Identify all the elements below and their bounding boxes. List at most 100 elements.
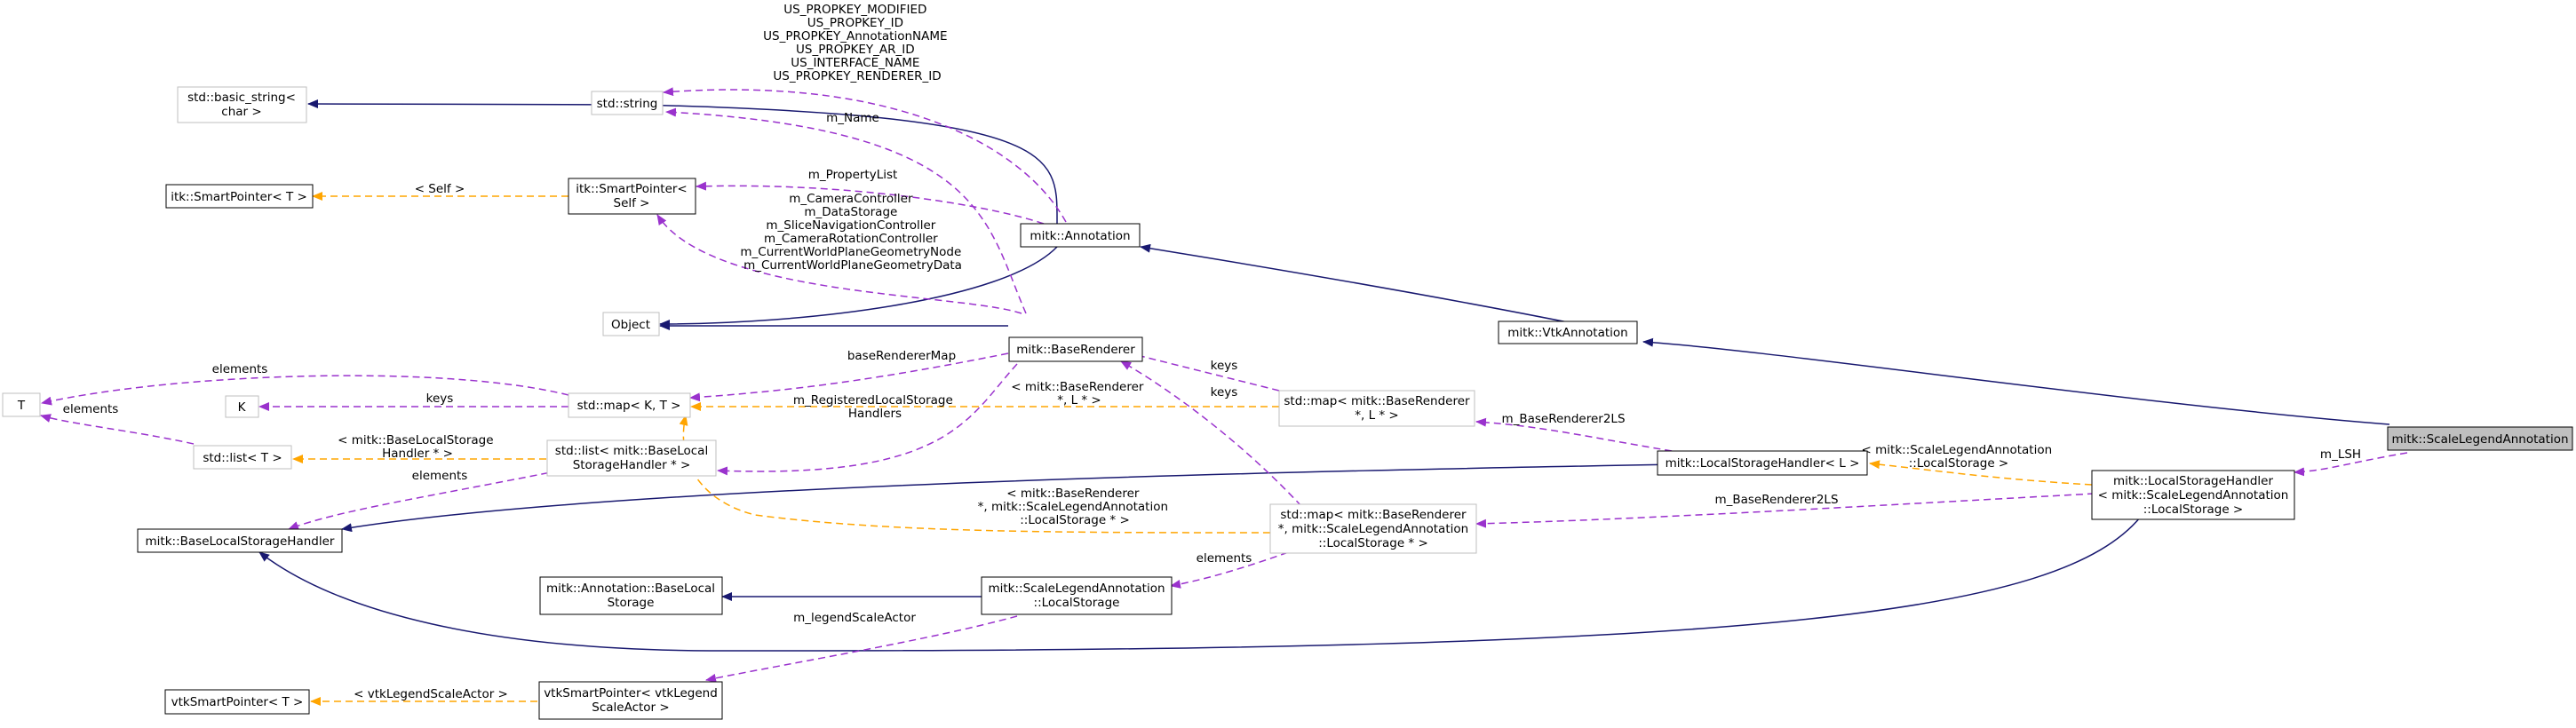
- node-vtk-annotation[interactable]: mitk::VtkAnnotation: [1498, 320, 1638, 344]
- edge-annotation-to-string: [663, 87, 1067, 223]
- node-scale-legend-annotation[interactable]: mitk::ScaleLegendAnnotation: [2387, 426, 2573, 451]
- label-base-renderer-map: baseRendererMap: [847, 349, 956, 363]
- edge-stdlistlsh-to-baselsh: [288, 470, 561, 530]
- label-m-propertylist: m_PropertyList: [808, 168, 898, 182]
- node-lsh-sla[interactable]: mitk::LocalStorageHandler < mitk::ScaleL…: [2091, 470, 2295, 520]
- edge-vtkannotation-to-annotation: [1140, 243, 1582, 326]
- svg-text:Self >: Self >: [614, 196, 650, 210]
- node-t[interactable]: T: [2, 392, 41, 417]
- node-std-map-kt[interactable]: std::map< K, T >: [568, 392, 691, 418]
- svg-text:< mitk::ScaleLegendAnnotation: < mitk::ScaleLegendAnnotation: [2098, 488, 2289, 502]
- svg-text:::LocalStorage: ::LocalStorage: [1034, 596, 1120, 610]
- svg-text:mitk::ScaleLegendAnnotation: mitk::ScaleLegendAnnotation: [988, 582, 1165, 596]
- edge-lshsla-to-mapbrsla: [1475, 493, 2095, 528]
- node-annotation[interactable]: mitk::Annotation: [1020, 223, 1141, 248]
- svg-text:itk::SmartPointer<: itk::SmartPointer<: [576, 182, 687, 196]
- svg-text:mitk::VtkAnnotation: mitk::VtkAnnotation: [1507, 326, 1628, 340]
- label-m-legend-scale-actor: m_legendScaleActor: [793, 611, 916, 625]
- label-base-renderer-2ls-2: m_BaseRenderer2LS: [1714, 493, 1838, 507]
- label-elements-t: elements: [212, 362, 268, 376]
- svg-text:vtkSmartPointer< T >: vtkSmartPointer< T >: [171, 695, 304, 709]
- svg-text:::LocalStorage >: ::LocalStorage >: [2143, 502, 2244, 517]
- label-template-br-l: < mitk::BaseRenderer *, L * >: [1011, 380, 1148, 408]
- edge-annotation-to-basicstring: [307, 99, 1058, 225]
- edge-stdmapkt-to-t: [41, 375, 569, 406]
- label-m-name: m_Name: [826, 111, 879, 125]
- node-vtk-smartpointer-lsa[interactable]: vtkSmartPointer< vtkLegend ScaleActor >: [538, 681, 723, 720]
- edge-mapbrl-to-baserenderer: [1125, 350, 1280, 392]
- edge-baserenderer-to-stdmapkt: [689, 352, 1009, 402]
- edge-mapbrsla-to-slals: [1170, 548, 1300, 589]
- node-std-list-t[interactable]: std::list< T >: [193, 445, 292, 470]
- svg-text:mitk::BaseRenderer: mitk::BaseRenderer: [1016, 343, 1135, 357]
- svg-text:std::list< mitk::BaseLocal: std::list< mitk::BaseLocal: [555, 444, 708, 458]
- svg-text:T: T: [17, 399, 26, 413]
- label-registered-ls: m_RegisteredLocalStorage Handlers: [793, 393, 957, 421]
- svg-text:std::map< K, T >: std::map< K, T >: [577, 399, 681, 413]
- edge-mapbrsla-to-stdmapkt: [679, 415, 1271, 534]
- node-annotation-bls[interactable]: mitk::Annotation::BaseLocal Storage: [539, 576, 723, 615]
- svg-text:mitk::Annotation: mitk::Annotation: [1030, 229, 1130, 243]
- edge-slals-to-vtksmartpointer: [705, 615, 1018, 683]
- edge-lshsla-to-baselsh: [258, 516, 2142, 652]
- node-std-string[interactable]: std::string: [591, 91, 664, 115]
- node-lsh-l[interactable]: mitk::LocalStorageHandler< L >: [1657, 450, 1868, 476]
- svg-text:mitk::BaseLocalStorageHandler: mitk::BaseLocalStorageHandler: [146, 534, 335, 549]
- label-vtk-template: < vtkLegendScaleActor >: [354, 687, 508, 701]
- node-object[interactable]: Object: [602, 312, 660, 336]
- label-renderer-members: m_CameraController m_DataStorage m_Slice…: [740, 192, 965, 273]
- edge-mapbrsla-to-baserenderer: [1120, 360, 1302, 507]
- edge-baserenderer-to-string: [665, 107, 1027, 314]
- svg-text:char >: char >: [221, 105, 261, 119]
- edge-stdlistt-to-t: [40, 414, 195, 445]
- svg-text:::LocalStorage * >: ::LocalStorage * >: [1318, 536, 1428, 550]
- node-itk-smartpointer-self[interactable]: itk::SmartPointer< Self >: [568, 178, 696, 215]
- node-k[interactable]: K: [225, 395, 259, 418]
- svg-text:mitk::LocalStorageHandler< L >: mitk::LocalStorageHandler< L >: [1666, 456, 1860, 471]
- label-keys-k: keys: [426, 392, 454, 406]
- edge-annotation-to-object: [659, 246, 1058, 328]
- node-std-map-br-sla[interactable]: std::map< mitk::BaseRenderer *, mitk::Sc…: [1269, 503, 1477, 554]
- svg-text:Object: Object: [611, 318, 650, 332]
- edge-scalelegend-to-vtkannotation: [1642, 337, 2390, 425]
- svg-text:std::basic_string<: std::basic_string<: [187, 91, 296, 105]
- label-keys-2: keys: [1211, 385, 1238, 400]
- svg-text:std::map< mitk::BaseRenderer: std::map< mitk::BaseRenderer: [1284, 394, 1470, 408]
- node-base-lsh[interactable]: mitk::BaseLocalStorageHandler: [137, 528, 343, 553]
- edge-baserenderer-to-itksmartpointer: [656, 214, 1022, 314]
- edges: [40, 87, 2408, 706]
- label-base-renderer-2ls-1: m_BaseRenderer2LS: [1501, 412, 1625, 426]
- edge-baserenderer-to-stdlistlsh: [717, 363, 1018, 476]
- label-elements-list: elements: [63, 402, 119, 416]
- label-m-lsh: m_LSH: [2320, 447, 2361, 462]
- label-elements-lsh: elements: [412, 469, 468, 483]
- node-basic-string[interactable]: std::basic_string< char >: [177, 86, 307, 123]
- edge-labels: US_PROPKEY_MODIFIED US_PROPKEY_ID US_PRO…: [63, 3, 2361, 701]
- node-sla-localstorage[interactable]: mitk::ScaleLegendAnnotation ::LocalStora…: [981, 576, 1173, 615]
- label-template-br-sla: < mitk::BaseRenderer *, mitk::ScaleLegen…: [978, 487, 1173, 527]
- svg-text:vtkSmartPointer< vtkLegend: vtkSmartPointer< vtkLegend: [544, 686, 718, 700]
- edge-annotation-to-itksmartpointer: [696, 181, 1045, 225]
- svg-text:mitk::Annotation::BaseLocal: mitk::Annotation::BaseLocal: [546, 582, 715, 596]
- edge-lshl-to-baselsh: [341, 463, 1680, 533]
- label-template-sla-ls: < mitk::ScaleLegendAnnotation ::LocalSto…: [1862, 443, 2056, 471]
- node-itk-smartpointer-t[interactable]: itk::SmartPointer< T >: [165, 184, 314, 209]
- svg-text:std::string: std::string: [597, 97, 658, 111]
- edge-lshsla-to-lshl: [1869, 460, 2093, 486]
- node-base-renderer[interactable]: mitk::BaseRenderer: [1008, 336, 1143, 362]
- nodes: mitk::ScaleLegendAnnotation mitk::VtkAnn…: [2, 86, 2573, 720]
- svg-text:mitk::LocalStorageHandler: mitk::LocalStorageHandler: [2113, 474, 2274, 488]
- svg-text:std::list< T >: std::list< T >: [203, 451, 282, 465]
- svg-text:*, L * >: *, L * >: [1355, 408, 1399, 423]
- svg-text:*, mitk::ScaleLegendAnnotation: *, mitk::ScaleLegendAnnotation: [1278, 522, 1468, 536]
- svg-text:K: K: [238, 400, 247, 415]
- svg-text:std::map< mitk::BaseRenderer: std::map< mitk::BaseRenderer: [1280, 508, 1467, 522]
- label-elements-sla: elements: [1197, 551, 1252, 566]
- node-vtk-smartpointer-t[interactable]: vtkSmartPointer< T >: [164, 689, 310, 715]
- label-keys-1: keys: [1211, 359, 1238, 373]
- svg-text:ScaleActor >: ScaleActor >: [592, 700, 669, 715]
- label-us-propkeys: US_PROPKEY_MODIFIED US_PROPKEY_ID US_PRO…: [763, 3, 951, 83]
- node-std-map-br-l[interactable]: std::map< mitk::BaseRenderer *, L * >: [1278, 390, 1475, 427]
- node-std-list-lsh[interactable]: std::list< mitk::BaseLocal StorageHandle…: [546, 439, 717, 477]
